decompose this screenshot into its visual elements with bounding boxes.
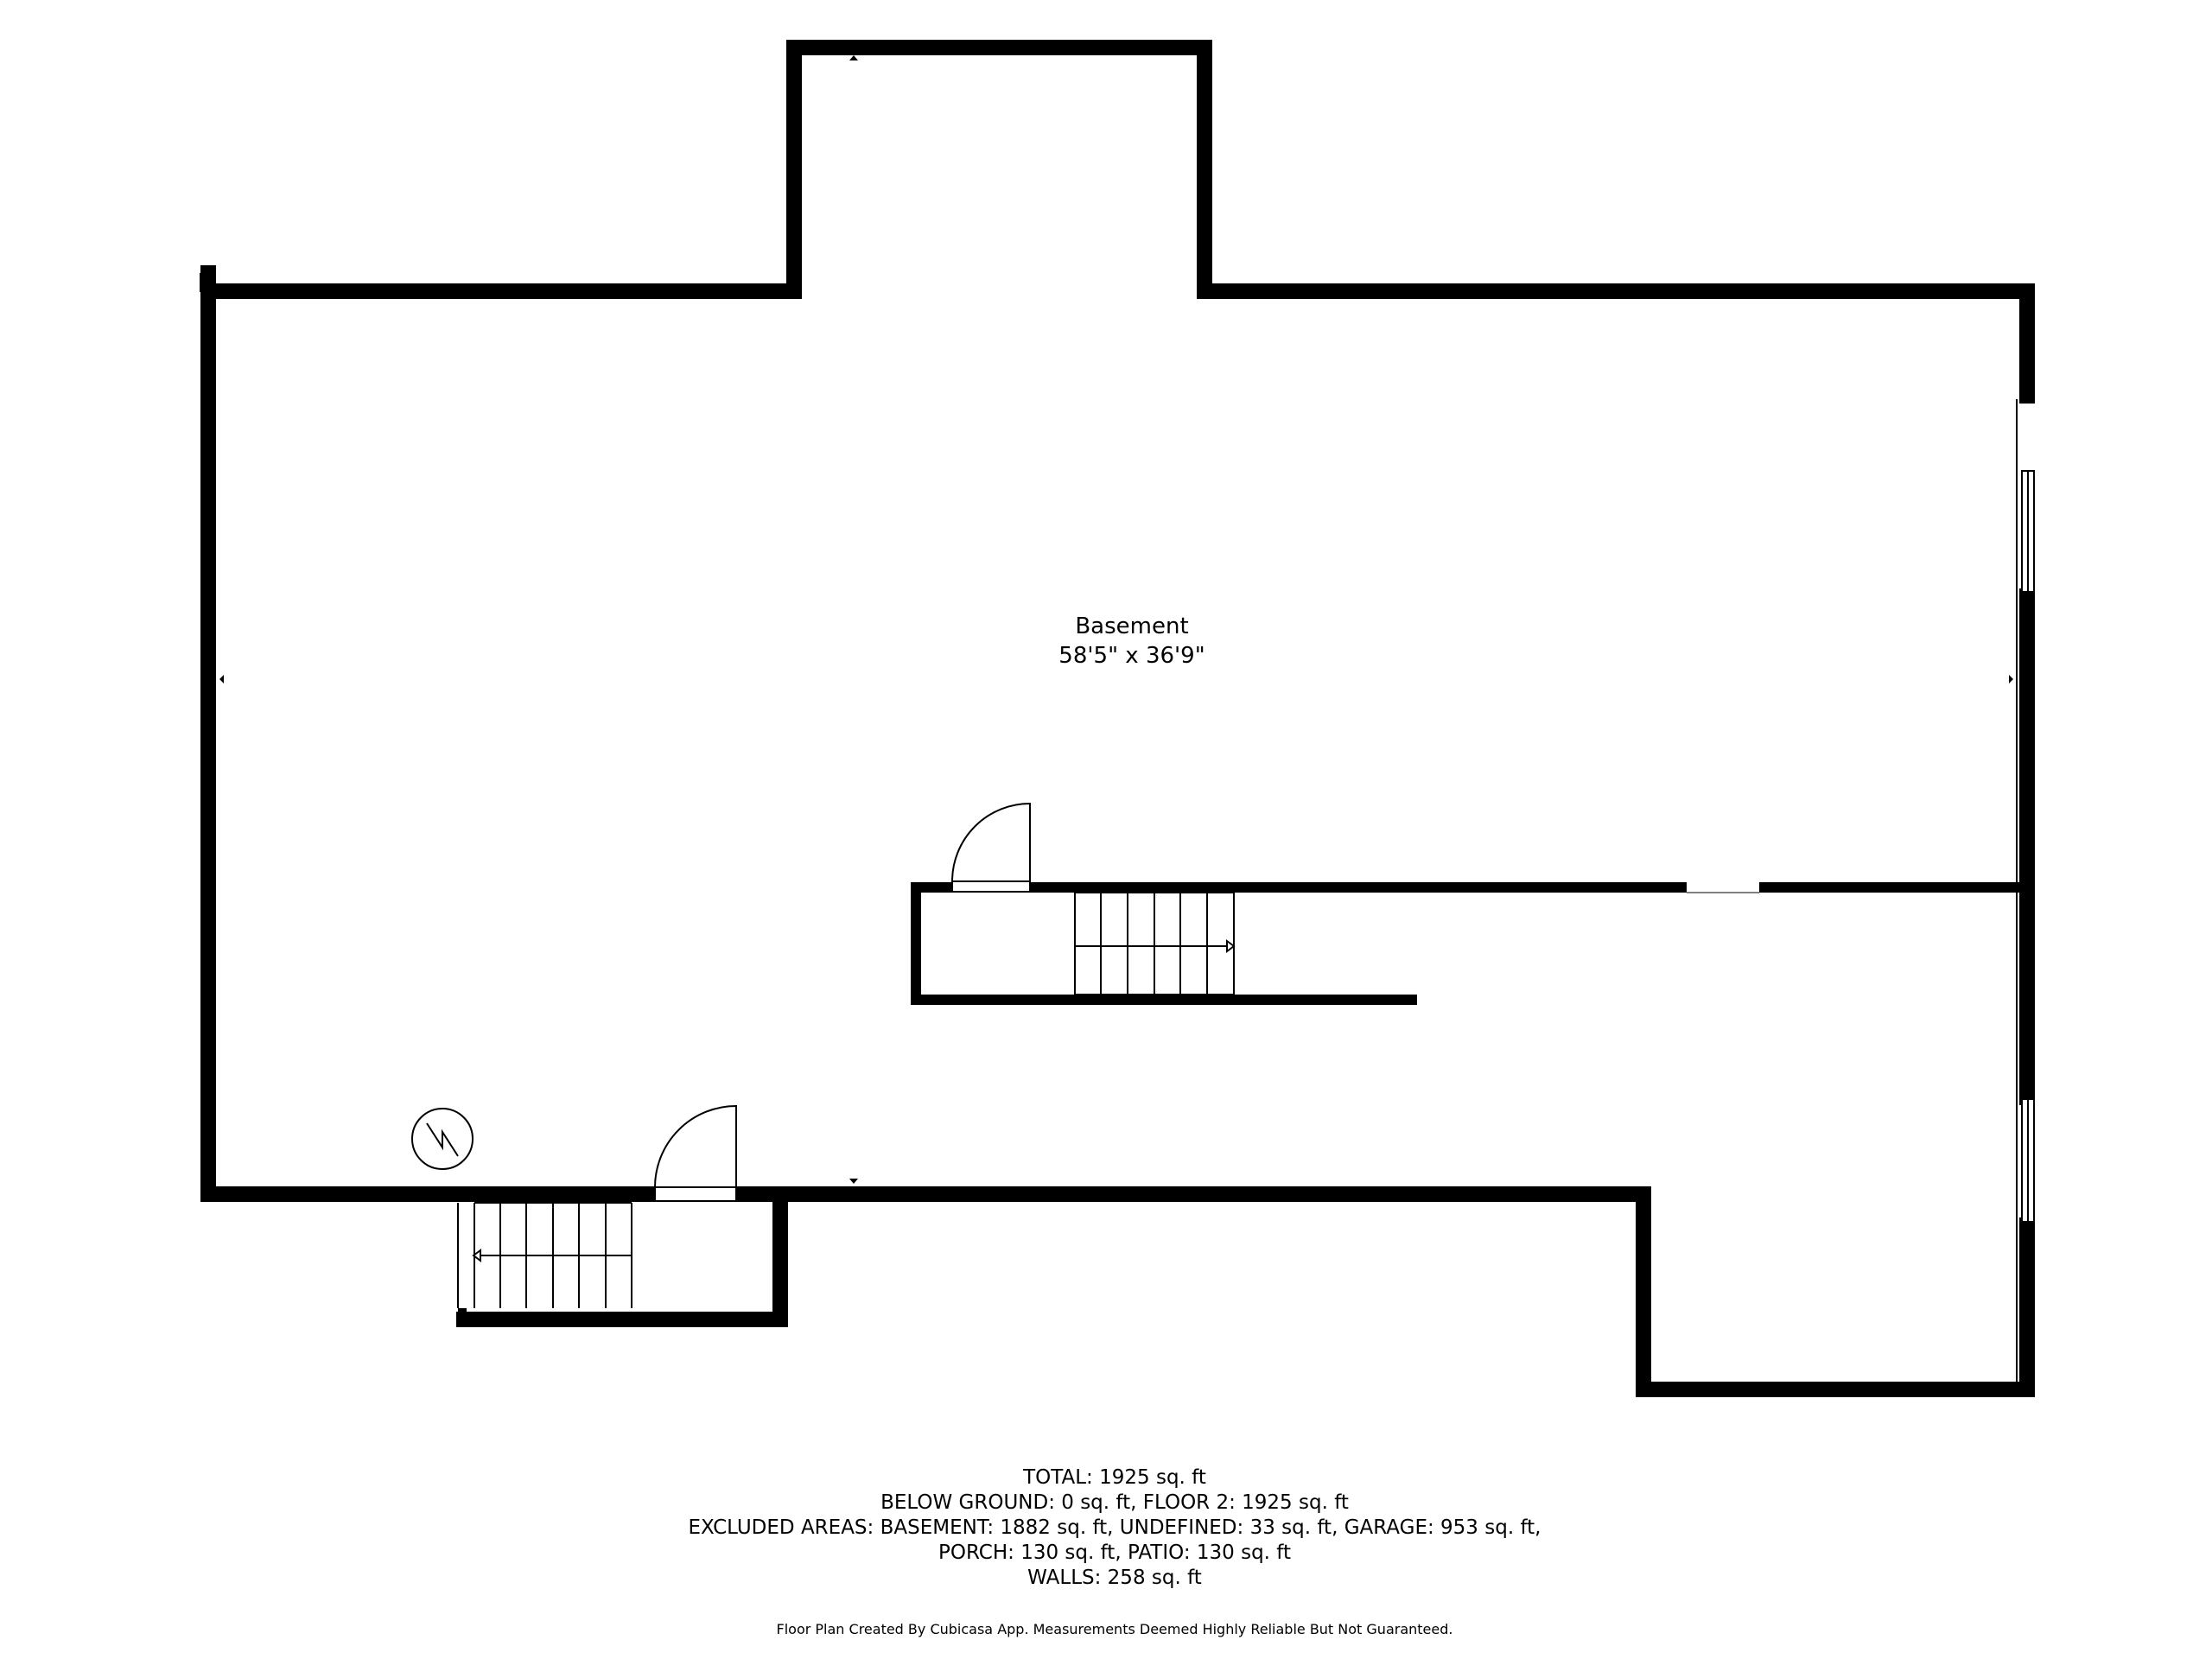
window-right-lower xyxy=(2021,1098,2035,1223)
wall-corner-stub xyxy=(200,273,215,292)
room-dimensions: 58'5" x 36'9" xyxy=(1058,643,1205,669)
interior-door xyxy=(951,802,1031,893)
wall-right-thick-top xyxy=(2019,291,2035,395)
summary-line-walls: WALLS: 258 sq. ft xyxy=(1027,1567,1202,1589)
stairs-middle xyxy=(1074,892,1236,995)
exterior-walls xyxy=(200,40,2035,1397)
electrical-panel-icon xyxy=(411,1108,474,1170)
total-area: TOTAL: 1925 sq. ft xyxy=(1023,1466,1206,1489)
dimension-markers xyxy=(219,55,2013,1184)
interior-walls xyxy=(911,882,2027,1005)
summary-line-below-ground: BELOW GROUND: 0 sq. ft, FLOOR 2: 1925 sq… xyxy=(880,1491,1349,1514)
disclaimer: Floor Plan Created By Cubicasa App. Meas… xyxy=(776,1621,1453,1637)
stairs-lower-arrow-icon xyxy=(472,1249,481,1262)
stairs-lower-edge xyxy=(458,1308,467,1324)
entry-door xyxy=(654,1104,737,1202)
summary-line-excluded: EXCLUDED AREAS: BASEMENT: 1882 sq. ft, U… xyxy=(688,1516,1541,1539)
summary-line-porch: PORCH: 130 sq. ft, PATIO: 130 sq. ft xyxy=(938,1541,1292,1564)
stairs-lower xyxy=(457,1202,632,1308)
stairs-arrow-icon xyxy=(1226,939,1236,953)
window-right-upper xyxy=(2021,470,2035,593)
room-name: Basement xyxy=(1075,613,1189,639)
wall-bumpout xyxy=(786,40,1212,299)
